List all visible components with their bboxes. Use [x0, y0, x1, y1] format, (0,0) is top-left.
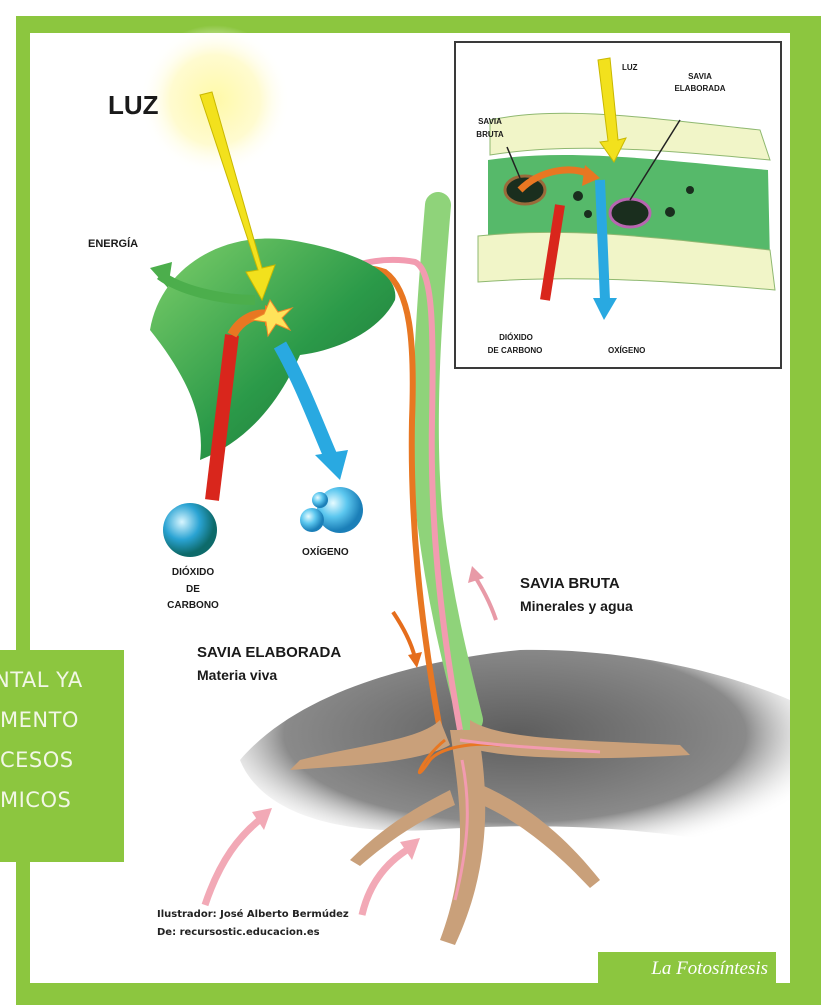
co2-label-line2: DE [168, 584, 218, 595]
elaborated-sap-title: SAVIA ELABORADA [197, 644, 341, 661]
energy-label: ENERGÍA [88, 238, 138, 250]
source-credit: De: recursostic.educacion.es [157, 927, 320, 938]
raw-sap-description: Minerales y agua [520, 598, 633, 614]
inset-elaborated-sap-line2: ELABORADA [670, 84, 730, 93]
inset-raw-sap-line2: BRUTA [470, 130, 510, 139]
caption-line-4: MICOS [0, 780, 124, 820]
inset-oxygen-label: OXÍGENO [608, 346, 645, 355]
caption-text: NTAL YA MENTO CESOS MICOS [0, 660, 124, 820]
elaborated-sap-arrow [393, 612, 422, 668]
caption-line-2: MENTO [0, 700, 124, 740]
title-tag: La Fotosíntesis [598, 952, 776, 988]
inset-elaborated-sap-line1: SAVIA [680, 72, 720, 81]
raw-sap-arrow [468, 566, 496, 620]
oxygen-bubbles [300, 487, 363, 533]
oxygen-label: OXÍGENO [302, 547, 349, 558]
light-label: LUZ [108, 90, 159, 121]
inset-co2-line2: DE CARBONO [470, 346, 560, 355]
co2-label-line1: DIÓXIDO [168, 567, 218, 578]
elaborated-sap-description: Materia viva [197, 667, 277, 683]
caption-line-1: NTAL YA [0, 660, 124, 700]
leaf-cross-section-inset [455, 42, 781, 368]
co2-label-line3: CARBONO [160, 600, 226, 611]
inset-co2-line1: DIÓXIDO [486, 333, 546, 342]
title-tag-text: La Fotosíntesis [651, 958, 768, 980]
inset-raw-sap-line1: SAVIA [470, 117, 510, 126]
raw-sap-title: SAVIA BRUTA [520, 575, 620, 592]
inset-light-label: LUZ [622, 63, 638, 72]
co2-molecule [163, 503, 217, 557]
oxygen-arrow [280, 345, 348, 480]
sun-glow [140, 25, 290, 175]
illustrator-credit: Ilustrador: José Alberto Bermúdez [157, 909, 349, 920]
caption-line-3: CESOS [0, 740, 124, 780]
